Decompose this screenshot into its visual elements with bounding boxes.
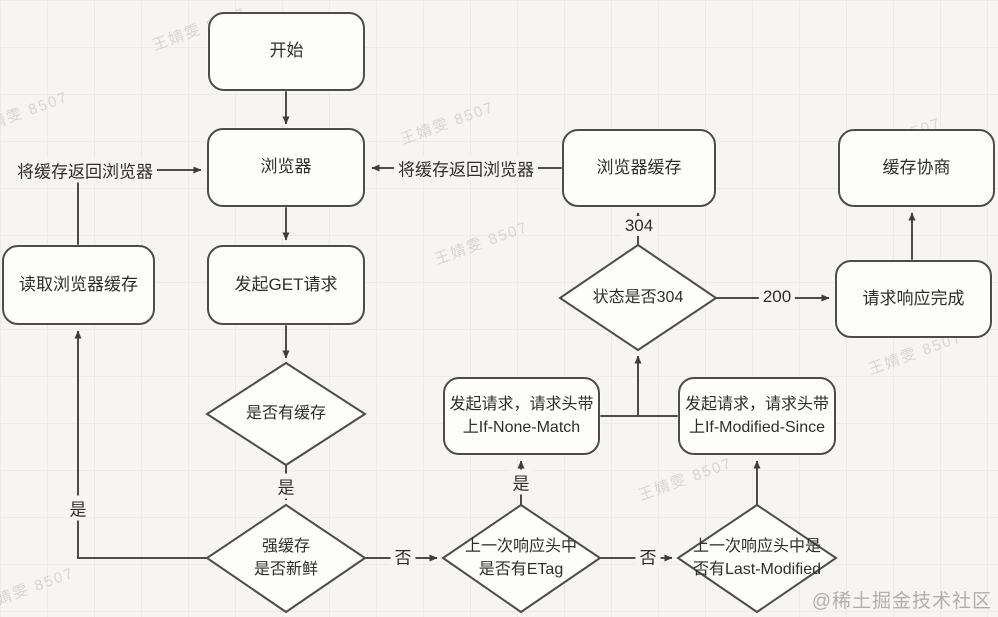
decision-last-modified-shape — [676, 503, 838, 614]
edge-label-return-cache-left: 将缓存返回浏览器 — [13, 157, 157, 183]
edge-label-200: 200 — [758, 287, 796, 307]
node-browser: 浏览器 — [207, 128, 365, 207]
edge-strongfresh-readcache — [74, 330, 207, 559]
node-start: 开始 — [208, 12, 365, 91]
edge-label-304: 304 — [620, 216, 658, 236]
node-request-done: 请求响应完成 — [835, 260, 992, 338]
edge-label-no-strongfresh: 否 — [390, 543, 416, 569]
decision-has-cache-shape — [205, 361, 367, 467]
node-read-browser-cache: 读取浏览器缓存 — [2, 245, 155, 325]
edge-label-no-etag: 否 — [635, 543, 661, 569]
decision-status-304-shape — [558, 243, 718, 352]
node-request-if-modified-since: 发起请求，请求头带 上If-Modified-Since — [678, 377, 836, 455]
node-browser-cache: 浏览器缓存 — [562, 129, 716, 207]
node-request-if-none-match: 发起请求，请求头带 上If-None-Match — [443, 377, 600, 455]
node-get-request: 发起GET请求 — [207, 245, 365, 325]
decision-strong-fresh-shape — [205, 503, 367, 614]
decision-etag-shape — [441, 503, 602, 614]
edge-label-yes-etag: 是 — [508, 469, 534, 495]
edge-label-return-cache-right: 将缓存返回浏览器 — [394, 155, 538, 181]
node-cache-negotiation: 缓存协商 — [838, 129, 995, 207]
edge-label-yes-strongfresh: 是 — [65, 495, 91, 521]
edge-label-yes-hascache: 是 — [273, 473, 299, 499]
